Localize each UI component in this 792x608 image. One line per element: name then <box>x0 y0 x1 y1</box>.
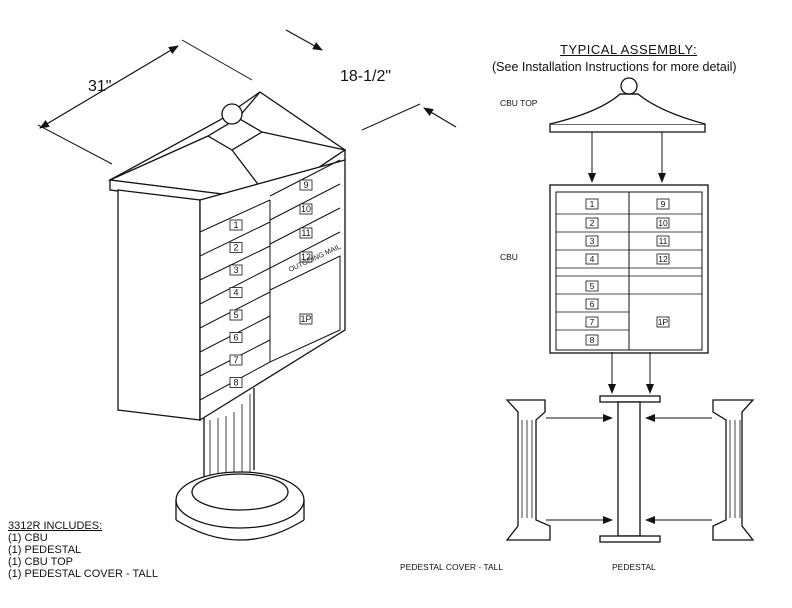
asm-door-8-frame <box>585 334 599 346</box>
includes-heading: 3312R INCLUDES: <box>8 520 103 532</box>
iso-door-11-frame <box>299 227 313 239</box>
label-cbu-top: CBU TOP <box>500 98 538 108</box>
assembly-title: TYPICAL ASSEMBLY: <box>560 42 698 57</box>
asm-door-8: 8 <box>590 335 595 345</box>
includes-item: (1) PEDESTAL COVER - TALL <box>8 568 158 580</box>
isometric-cbu <box>37 29 457 541</box>
asm-door-2: 2 <box>590 218 595 228</box>
asm-door-6: 6 <box>590 299 595 309</box>
iso-door-5-frame <box>229 309 243 321</box>
iso-door-9-frame <box>299 179 313 191</box>
iso-door-3-frame <box>229 264 243 276</box>
iso-parcel-door: 1P <box>300 314 311 324</box>
label-cbu: CBU <box>500 252 518 262</box>
asm-parcel-door: 1P <box>658 317 669 327</box>
iso-door-6-frame <box>229 332 243 343</box>
asm-door-4-frame <box>585 253 599 265</box>
includes-item: (1) PEDESTAL <box>8 544 82 556</box>
iso-door-7-frame <box>229 354 243 366</box>
iso-door-9: 9 <box>303 180 308 190</box>
iso-door-6: 6 <box>233 333 238 343</box>
iso-door-10-frame <box>299 203 313 215</box>
iso-door-8: 8 <box>233 378 238 388</box>
label-pedestal: PEDESTAL <box>612 562 656 572</box>
width-dimension: 31" <box>88 78 112 95</box>
iso-door-5: 5 <box>233 310 238 320</box>
asm-door-5-frame <box>585 280 599 292</box>
iso-door-8-frame <box>229 377 243 388</box>
asm-door-6-frame <box>585 298 599 310</box>
asm-door-7: 7 <box>590 317 595 327</box>
asm-door-11: 11 <box>659 236 668 246</box>
asm-door-9-frame <box>656 198 670 210</box>
asm-door-5: 5 <box>590 281 595 291</box>
iso-door-3: 3 <box>233 265 238 275</box>
asm-door-7-frame <box>585 316 599 328</box>
asm-door-12-frame <box>656 253 670 265</box>
assembly-view <box>505 77 755 543</box>
iso-door-2-frame <box>229 242 243 253</box>
includes-item: (1) CBU <box>8 532 48 544</box>
label-pedestal-cover: PEDESTAL COVER - TALL <box>400 562 504 572</box>
iso-door-11: 11 <box>301 228 310 238</box>
iso-door-2: 2 <box>233 243 238 253</box>
asm-door-9: 9 <box>661 199 666 209</box>
asm-door-10-frame <box>656 217 670 229</box>
iso-door-1-frame <box>229 219 243 231</box>
asm-door-3: 3 <box>590 236 595 246</box>
asm-parcel-door-frame <box>656 316 670 328</box>
asm-door-10: 10 <box>658 218 668 228</box>
iso-door-12: 12 <box>301 252 311 262</box>
asm-door-3-frame <box>585 235 599 247</box>
iso-door-4-frame <box>229 287 243 298</box>
iso-door-1: 1 <box>233 220 238 230</box>
iso-door-7: 7 <box>233 355 238 365</box>
includes-item: (1) CBU TOP <box>8 556 73 568</box>
iso-door-12-frame <box>299 251 313 263</box>
iso-door-10: 10 <box>301 204 311 214</box>
includes-list: 3312R INCLUDES: (1) CBU (1) PEDESTAL (1)… <box>8 520 158 580</box>
asm-door-1-frame <box>585 198 599 210</box>
asm-door-12: 12 <box>658 254 668 264</box>
iso-door-4: 4 <box>233 288 238 298</box>
iso-parcel-door-frame <box>299 313 313 325</box>
asm-door-4: 4 <box>590 254 595 264</box>
assembly-subtitle: (See Installation Instructions for more … <box>492 60 737 74</box>
asm-door-2-frame <box>585 217 599 229</box>
asm-door-1: 1 <box>590 199 595 209</box>
depth-dimension: 18-1/2" <box>340 68 392 85</box>
asm-door-11-frame <box>656 235 670 247</box>
